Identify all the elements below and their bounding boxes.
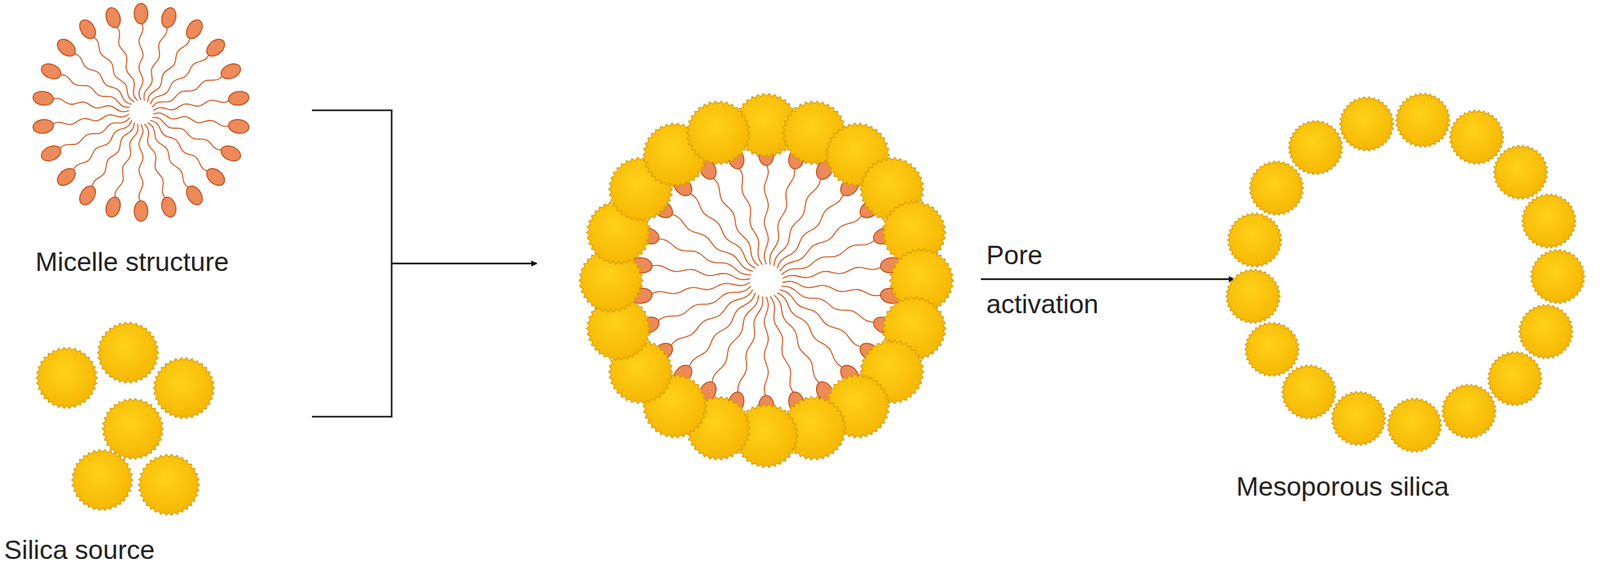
- silica-particle: [1330, 391, 1386, 447]
- silica-particle: [1487, 351, 1543, 406]
- surfactant-tail: [143, 25, 167, 101]
- surfactant-tail: [669, 290, 753, 348]
- surfactant-head: [218, 143, 244, 165]
- micelle-illustration: [32, 3, 250, 222]
- silica-particle: [36, 347, 98, 409]
- surfactant-head: [134, 3, 148, 24]
- surfactant-tail: [688, 192, 756, 269]
- surfactant-head: [218, 60, 244, 82]
- silica-particle: [1395, 93, 1451, 148]
- surfactant-tail: [138, 124, 144, 203]
- surfactant-head: [76, 17, 99, 42]
- surfactant-tail: [151, 74, 224, 108]
- process-arrow: [391, 262, 537, 265]
- surfactant-tail: [144, 123, 167, 199]
- surfactant-tail: [738, 166, 763, 265]
- silica-particle: [686, 100, 751, 165]
- surfactant-tail: [150, 53, 210, 105]
- surfactant-head: [32, 118, 55, 135]
- surfactant-tail: [711, 294, 759, 385]
- surfactant-head: [183, 17, 206, 42]
- silica-particle: [1339, 96, 1394, 152]
- surfactant-head: [227, 89, 250, 107]
- surfactant-head: [227, 118, 250, 135]
- surfactant-head: [134, 200, 148, 222]
- component-label: Micelle structure: [35, 246, 229, 279]
- silica-particle: [1227, 213, 1282, 268]
- surfactant-tail: [115, 25, 138, 101]
- surfactant-tail: [711, 177, 759, 267]
- silica-particle: [1387, 398, 1442, 453]
- surfactant-tail: [782, 266, 883, 279]
- surfactant-tail: [91, 36, 135, 103]
- surfactant-head: [38, 60, 64, 82]
- surfactant-tail: [91, 122, 135, 189]
- surfactant-tail: [649, 282, 750, 295]
- silica-particle: [1281, 365, 1337, 420]
- surfactant-tail: [781, 239, 876, 275]
- surfactant-tail: [72, 120, 132, 172]
- surfactant-tail: [782, 281, 883, 296]
- surfactant-tail: [773, 294, 821, 385]
- surfactant-tail: [58, 117, 131, 150]
- surfactant-head: [38, 143, 64, 165]
- surfactant-tail: [669, 213, 753, 272]
- silica-particle: [138, 454, 200, 516]
- surfactant-tail: [764, 163, 769, 265]
- surfactant-tail: [138, 21, 144, 101]
- surfactant-head: [54, 165, 80, 190]
- surfactant-tail: [779, 290, 864, 348]
- surfactant-tail: [656, 239, 751, 275]
- surfactant-tail: [656, 286, 751, 323]
- silica-coated-micelle: [578, 93, 954, 468]
- silica-particle: [1530, 249, 1586, 304]
- silica-particle: [1226, 269, 1281, 324]
- activation-arrow: [980, 278, 1235, 281]
- surfactant-tail: [115, 123, 139, 199]
- silica-particle: [1249, 160, 1304, 216]
- mesoporous-silica-illustration: [1226, 93, 1586, 453]
- surfactant-head: [183, 183, 206, 208]
- silica-source-illustration: [36, 322, 215, 516]
- surfactant-tail: [779, 213, 864, 272]
- surfactant-tail: [147, 122, 191, 189]
- surfactant-tail: [150, 120, 210, 172]
- component-label: Mesoporous silica: [1236, 471, 1449, 504]
- silica-particle: [1521, 194, 1577, 249]
- silica-particle: [71, 449, 133, 511]
- surfactant-tail: [781, 286, 876, 323]
- surfactant-head: [159, 195, 179, 219]
- surfactant-head: [159, 6, 179, 30]
- surfactant-tail: [147, 36, 191, 103]
- surfactant-head: [103, 6, 123, 30]
- component-label: Silica source: [4, 534, 155, 567]
- merge-bracket: [311, 110, 392, 417]
- surfactant-tail: [777, 292, 844, 369]
- surfactant-head: [203, 36, 229, 60]
- silica-particle: [97, 322, 159, 384]
- surfactant-tail: [649, 265, 750, 280]
- silica-particle: [102, 398, 164, 460]
- surfactant-tail: [773, 177, 821, 267]
- surfactant-tail: [72, 53, 132, 105]
- surfactant-tail: [770, 296, 795, 395]
- silica-particle: [153, 357, 215, 419]
- silica-particle: [1449, 110, 1504, 165]
- surfactant-head: [203, 165, 229, 190]
- silica-particle: [1518, 304, 1573, 359]
- step-label: Pore activation: [986, 230, 1099, 329]
- surfactant-head: [76, 183, 99, 208]
- surfactant-tail: [764, 296, 769, 398]
- silica-particle: [1288, 120, 1343, 176]
- surfactant-head: [54, 36, 80, 60]
- silica-particle: [1493, 145, 1548, 200]
- surfactant-tail: [51, 114, 129, 126]
- surfactant-tail: [153, 99, 231, 111]
- surfactant-head: [103, 195, 123, 219]
- surfactant-head: [32, 89, 55, 107]
- silica-particle: [1245, 322, 1300, 377]
- silica-particle: [1441, 384, 1497, 439]
